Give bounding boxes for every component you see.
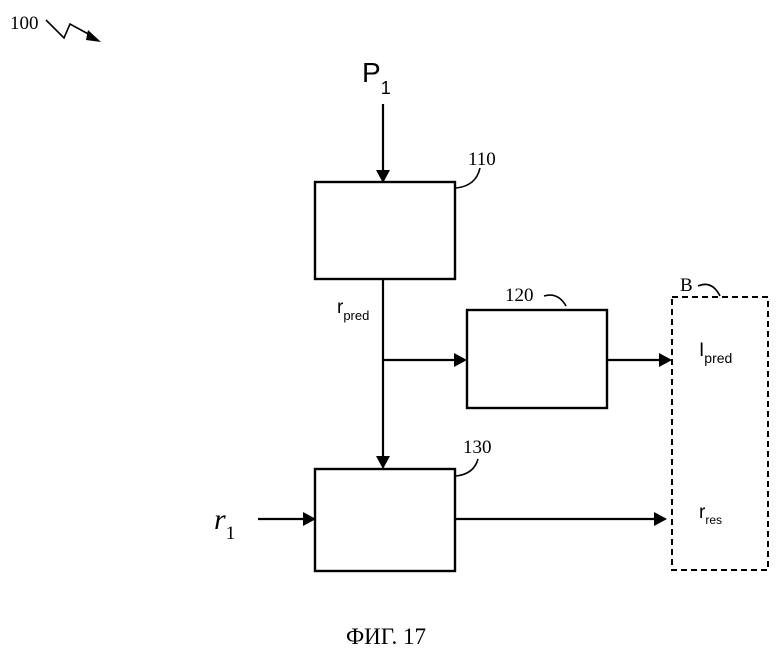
- output-rres-label: rres: [699, 502, 722, 527]
- input-r-label: r1: [214, 503, 235, 544]
- container-b-label: B: [680, 275, 693, 296]
- block-110: [315, 182, 455, 279]
- block-130-label: 130: [463, 437, 492, 458]
- rres-arrowhead-icon: [654, 512, 667, 526]
- squiggle-arrow-icon: [46, 20, 92, 38]
- container-b-leader: [698, 284, 720, 296]
- figure-caption: ФИГ. 17: [346, 624, 426, 649]
- block-130-leader: [456, 459, 478, 476]
- block-120: [467, 310, 607, 408]
- output-ipred-label: Ipred: [699, 340, 732, 366]
- branch-arrowhead-icon: [454, 353, 467, 367]
- block-110-leader: [456, 168, 480, 188]
- block-130: [315, 469, 455, 571]
- block-120-label: 120: [505, 285, 534, 306]
- signal-rpred-label: rpred: [337, 297, 369, 323]
- container-b: [672, 297, 768, 570]
- rpred-arrowhead-icon: [376, 456, 390, 469]
- ipred-arrowhead-icon: [659, 353, 672, 367]
- arrowhead-icon: [86, 30, 101, 42]
- input-p-label: P1: [362, 57, 391, 98]
- block-110-label: 110: [468, 149, 496, 170]
- figure-ref-numeral: 100: [10, 13, 39, 34]
- block-120-leader: [544, 295, 566, 306]
